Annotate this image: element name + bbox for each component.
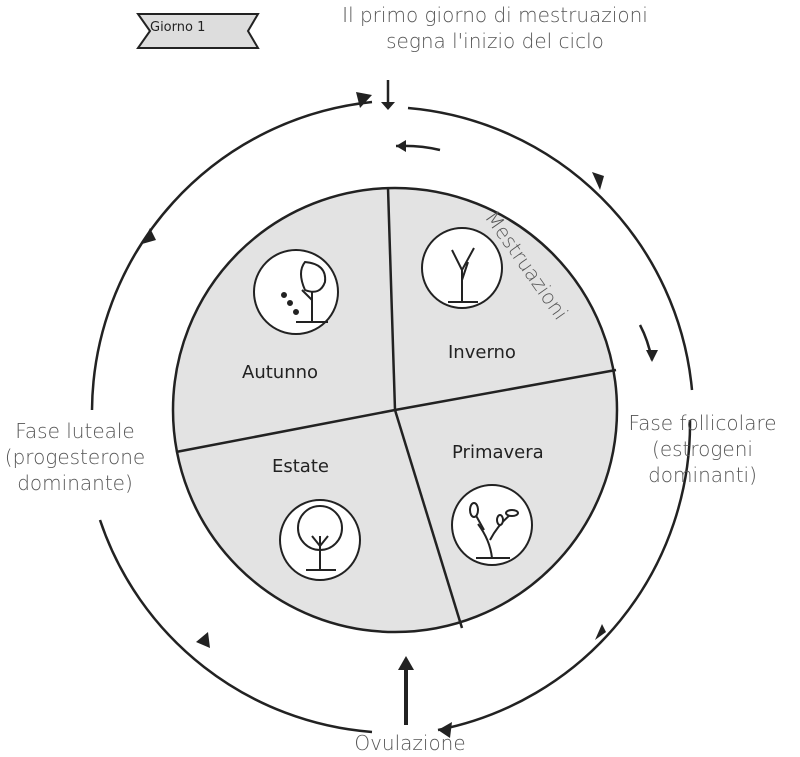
luteal-detail-2: dominante)	[17, 471, 133, 495]
autumn-tree-icon	[253, 249, 339, 335]
spring-tree-icon	[451, 484, 533, 566]
day-one-banner	[136, 13, 260, 49]
winter-tree-icon	[421, 227, 503, 309]
season-winter: Inverno	[448, 342, 516, 363]
luteal-title: Fase luteale	[15, 419, 135, 443]
follicular-detail-2: dominanti)	[648, 463, 757, 487]
arc-top-right	[407, 106, 694, 391]
day-one-banner-label: Giorno 1	[150, 20, 206, 35]
arc-bottom-left	[98, 519, 373, 734]
note-line-2: segna l'inizio del ciclo	[386, 29, 604, 53]
arrow-heads	[142, 92, 658, 738]
note-line-1: Il primo giorno di mestruazioni	[342, 3, 648, 27]
phase-follicular: Fase follicolare (estrogeni dominanti)	[600, 410, 800, 488]
season-summer: Estate	[272, 456, 329, 477]
follicular-detail-1: (estrogeni	[652, 437, 753, 461]
cycle-start-note: Il primo giorno di mestruazioni segna l'…	[300, 2, 690, 54]
phase-ovulation: Ovulazione	[354, 731, 466, 755]
arc-top-left	[90, 100, 373, 411]
cycle-arrows	[90, 80, 694, 734]
season-spring: Primavera	[452, 442, 544, 463]
phase-luteal: Fase luteale (progesterone dominante)	[0, 418, 150, 496]
follicular-title: Fase follicolare	[628, 411, 777, 435]
summer-tree-icon	[279, 499, 361, 581]
luteal-detail-1: (progesterone	[4, 445, 146, 469]
season-autumn: Autunno	[242, 362, 319, 383]
quadrant-lines	[175, 187, 617, 629]
arc-bottom-right	[437, 419, 692, 732]
